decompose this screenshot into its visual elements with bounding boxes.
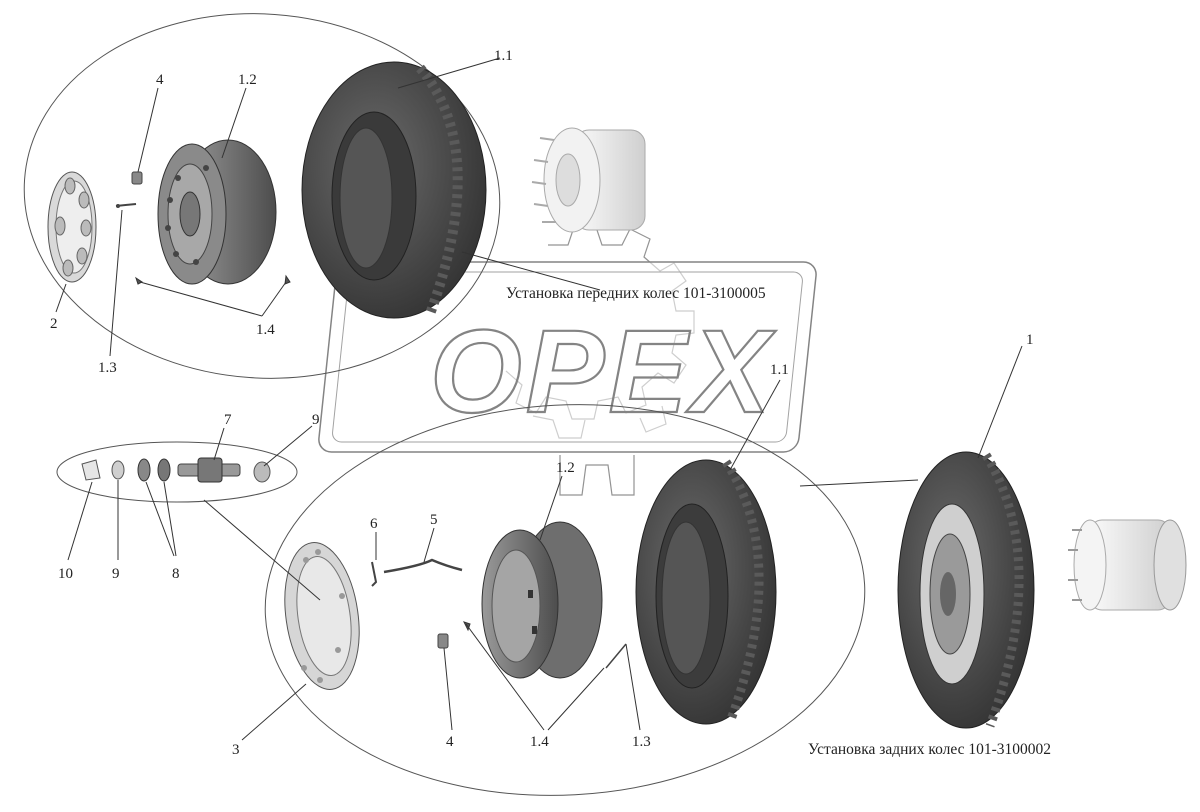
rear-hub-cap <box>284 542 360 690</box>
callout-rear-extension: 5 <box>430 512 438 528</box>
callout-front-nut: 4 <box>156 72 164 88</box>
stud-nut-right <box>253 461 271 483</box>
stud-kit-outline <box>56 441 298 503</box>
callout-stud-washers: 8 <box>172 566 180 582</box>
rear-valve <box>605 643 627 669</box>
callout-front-clips: 1.4 <box>256 322 275 338</box>
caption-rear-installation: Установка задних колес 101-3100002 <box>808 741 1051 758</box>
front-rim <box>157 139 277 285</box>
rear-hub <box>1068 519 1187 611</box>
callout-stud: 7 <box>224 412 232 428</box>
callout-rear-cap: 3 <box>232 742 240 758</box>
callout-front-valve: 1.3 <box>98 360 117 376</box>
rear-assembly-outline <box>264 404 866 796</box>
callout-rear-nut: 4 <box>446 734 454 750</box>
front-clip-right <box>284 274 291 285</box>
callout-rear-tire: 1.1 <box>770 362 789 378</box>
front-hub-cap <box>47 171 97 283</box>
callout-stud-nut-left: 9 <box>112 566 120 582</box>
rear-pin <box>371 561 378 587</box>
front-hub <box>531 127 646 233</box>
callout-rear-clips: 1.4 <box>530 734 549 750</box>
rear-wheel-assembly <box>897 451 1035 729</box>
stud-cap <box>81 459 101 481</box>
watermark-logo: OPEX <box>318 226 817 496</box>
callout-rear-assembly: 1 <box>1026 332 1034 348</box>
leader-lines <box>55 57 1023 741</box>
stud <box>177 457 241 483</box>
rear-wheel-nut <box>437 633 449 649</box>
front-clip-left <box>135 276 143 285</box>
watermark-text: OPEX <box>430 306 776 438</box>
callout-rear-valve: 1.3 <box>632 734 651 750</box>
front-wheel-nut <box>131 171 143 185</box>
caption-front-installation: Установка передних колес 101-3100005 <box>506 285 766 302</box>
callout-front-tire: 1.1 <box>494 48 513 64</box>
stud-nut-left <box>111 460 125 480</box>
rear-rim <box>481 521 603 679</box>
front-assembly-outline <box>23 13 501 379</box>
rear-tire <box>635 459 777 725</box>
stud-washer-1 <box>137 458 151 482</box>
stud-washer-2 <box>157 458 171 482</box>
callout-rear-pin: 6 <box>370 516 378 532</box>
callout-front-rim: 1.2 <box>238 72 257 88</box>
front-valve <box>115 203 137 208</box>
callout-rear-rim: 1.2 <box>556 460 575 476</box>
callout-stud-cap: 10 <box>58 566 73 582</box>
rear-extension <box>383 558 463 574</box>
front-tire <box>301 61 487 319</box>
callout-stud-nut-right: 9 <box>312 412 320 428</box>
callout-front-cap: 2 <box>50 316 58 332</box>
